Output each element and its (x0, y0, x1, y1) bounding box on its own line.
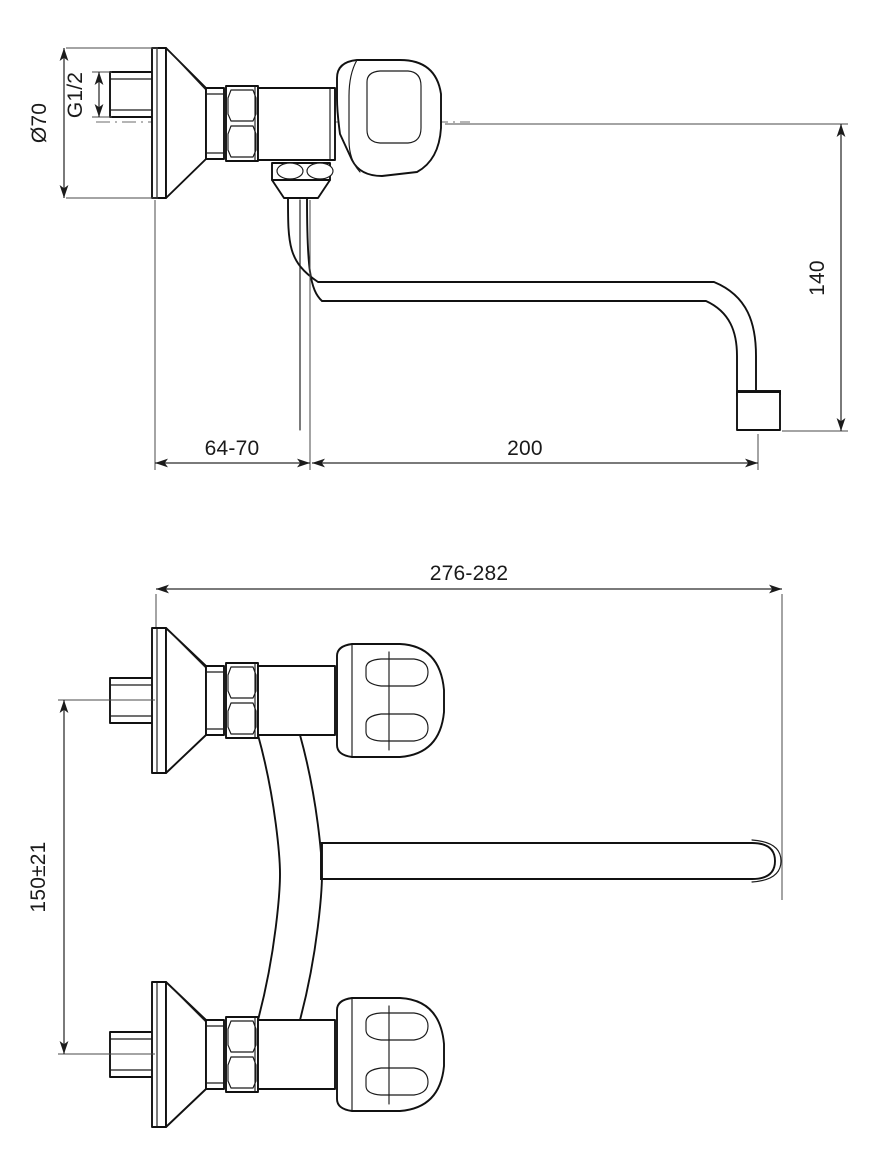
dim-label-thread-size: G1/2 (64, 72, 87, 118)
swivel-nut-left (276, 162, 304, 180)
upper-flange-cone-highlight (171, 633, 207, 669)
lower-shank (205, 1019, 225, 1090)
side-elevation-view: Ø70 G1/2 64-70 200 (28, 47, 848, 470)
dim-label-flange-diameter: Ø70 (28, 103, 51, 143)
upper-handle-cap (336, 643, 445, 758)
dim-label-spout-height: 140 (806, 260, 829, 296)
upper-flange-cone (165, 627, 207, 774)
dimension-spout-height: 140 (445, 123, 848, 432)
lower-flange-cone (165, 981, 207, 1128)
lower-hex-facet-top (227, 1020, 257, 1053)
spout-outlet-ring (751, 839, 782, 883)
aerator-outlet (736, 391, 781, 431)
dim-label-overall-width: 276-282 (430, 562, 508, 585)
lower-valve-assembly (96, 981, 445, 1128)
dimension-overall-width: 276-282 (155, 562, 783, 900)
hex-nut-facet-lower (227, 125, 257, 158)
dimension-inlet-centres: 150±21 (27, 699, 155, 1055)
valve-body (257, 87, 336, 161)
upper-valve-body (257, 665, 336, 736)
upper-handle-inset-top (365, 658, 429, 687)
riser-body (257, 734, 323, 1021)
lower-handle-inset-bottom (365, 1067, 429, 1096)
spout-front-view (321, 842, 776, 880)
wall-flange-cone-highlight (171, 53, 207, 91)
lower-hex-facet-bottom (227, 1056, 257, 1089)
front-elevation-view: 276-282 (27, 562, 783, 1128)
lower-handle-inset-top (365, 1012, 429, 1041)
lower-flange-cone-highlight (171, 987, 207, 1023)
dimension-wall-to-spout: 64-70 (154, 200, 311, 470)
handle-cap-inset (366, 70, 422, 144)
wall-flange-cone (165, 47, 207, 199)
swivel-collar-taper (271, 179, 331, 199)
lower-handle-cap (336, 997, 445, 1112)
dimension-spout-reach: 200 (312, 434, 759, 470)
lower-valve-body (257, 1019, 336, 1090)
upper-hex-facet-top (227, 666, 257, 699)
dim-label-spout-reach: 200 (507, 437, 543, 460)
dimension-thread-size: G1/2 (64, 71, 112, 118)
upper-shank (205, 665, 225, 736)
valve-shank (205, 87, 225, 160)
upper-hex-facet-bottom (227, 702, 257, 735)
dim-label-wall-to-spout: 64-70 (205, 437, 260, 460)
dim-label-inlet-centres: 150±21 (27, 841, 50, 912)
hex-nut-facet-upper (227, 89, 257, 122)
swivel-spout (287, 197, 757, 397)
handle-cap (336, 59, 442, 177)
swivel-nut-right (306, 162, 334, 180)
handle-cap-seam (348, 59, 361, 173)
upper-handle-inset-bottom (365, 713, 429, 742)
wall-flange-plate (151, 47, 167, 199)
dimension-flange-diameter: Ø70 (28, 47, 158, 199)
